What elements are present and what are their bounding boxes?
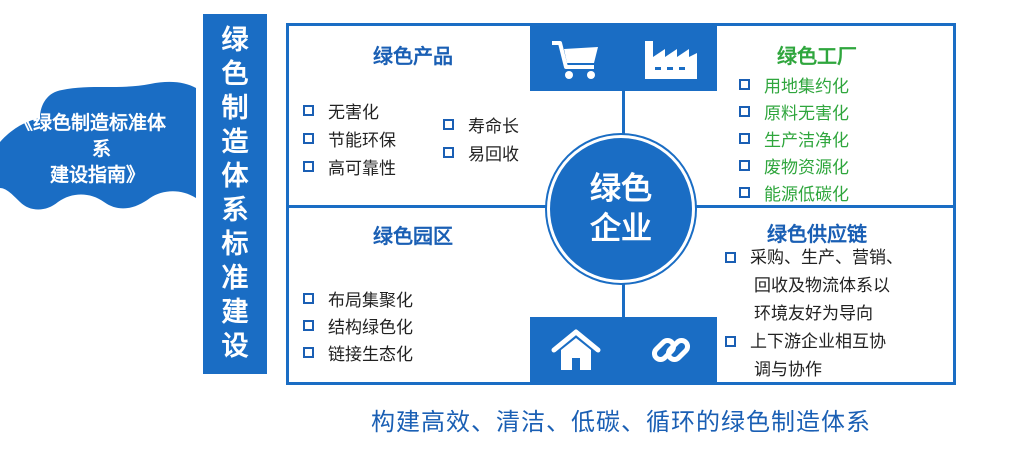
banner-line-1: 《绿色制造标准体 xyxy=(14,112,167,134)
factory-title: 绿色工厂 xyxy=(777,44,857,68)
center-line-1: 绿色 xyxy=(590,171,652,207)
products-item: 易回收 xyxy=(443,140,519,165)
checkbox-icon xyxy=(303,133,314,144)
checkbox-icon xyxy=(443,147,454,158)
checkbox-icon xyxy=(739,160,750,171)
checkbox-icon xyxy=(303,320,314,331)
guide-banner: 《绿色制造标准体 系 建设指南》 xyxy=(0,80,196,218)
supply-title: 绿色供应链 xyxy=(767,222,867,246)
checkbox-icon xyxy=(739,79,750,90)
banner-line-3: 建设指南》 xyxy=(50,164,146,186)
factory-item: 生产洁净化 xyxy=(739,126,849,151)
checkbox-icon xyxy=(739,187,750,198)
bottom-caption: 构建高效、清洁、低碳、循环的绿色制造体系 xyxy=(371,408,871,436)
supply-item-2: 上下游企业相互协 调与协作 xyxy=(725,328,886,384)
checkbox-icon xyxy=(739,106,750,117)
vertical-title: 绿色制造体系标准建设 xyxy=(221,25,249,362)
products-item: 高可靠性 xyxy=(303,154,396,179)
park-item: 链接生态化 xyxy=(303,340,413,365)
products-item: 无害化 xyxy=(303,98,379,123)
checkbox-icon xyxy=(303,105,314,116)
park-item: 布局集聚化 xyxy=(303,286,413,311)
banner-title: 《绿色制造标准体 系 建设指南》 xyxy=(14,110,190,188)
factory-item: 用地集约化 xyxy=(739,72,849,97)
park-item: 结构绿色化 xyxy=(303,313,413,338)
link-icon xyxy=(651,337,691,362)
banner-line-2: 系 xyxy=(92,138,112,160)
factory-icon xyxy=(645,40,697,79)
banner-shape xyxy=(0,81,196,210)
checkbox-icon xyxy=(303,161,314,172)
checkbox-icon xyxy=(725,336,736,347)
checkbox-icon xyxy=(443,119,454,130)
checkbox-icon xyxy=(739,133,750,144)
factory-item: 原料无害化 xyxy=(739,99,849,124)
factory-item: 能源低碳化 xyxy=(739,180,849,205)
center-line-2: 企业 xyxy=(590,211,652,247)
cart-icon-box xyxy=(530,26,622,91)
factory-icon-box xyxy=(625,26,717,91)
link-icon-box xyxy=(625,317,717,382)
checkbox-icon xyxy=(303,293,314,304)
vertical-title-bar: 绿色制造体系标准建设 xyxy=(203,14,267,374)
shopping-cart-icon xyxy=(552,40,598,79)
checkbox-icon xyxy=(725,252,736,263)
park-title: 绿色园区 xyxy=(373,224,453,248)
products-title: 绿色产品 xyxy=(373,44,453,68)
home-icon-box xyxy=(530,317,622,382)
checkbox-icon xyxy=(303,347,314,358)
products-item: 节能环保 xyxy=(303,126,396,151)
products-item: 寿命长 xyxy=(443,112,519,137)
supply-item-1: 采购、生产、营销、 回收及物流体系以 环境友好为导向 xyxy=(725,244,903,328)
home-icon xyxy=(551,329,601,370)
green-enterprise-circle: 绿色 企业 xyxy=(547,135,695,283)
factory-item: 废物资源化 xyxy=(739,153,849,178)
